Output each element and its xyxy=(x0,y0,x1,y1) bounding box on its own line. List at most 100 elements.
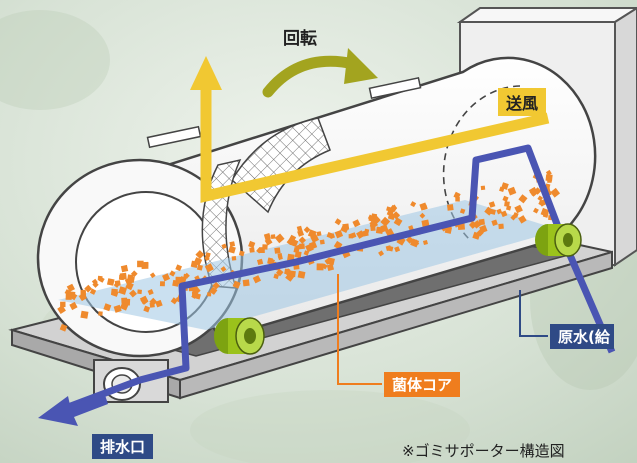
core-particle xyxy=(410,201,417,208)
raw-water-label: 原水(給 xyxy=(550,324,614,349)
core-particle xyxy=(308,241,318,250)
core-particle xyxy=(196,264,203,271)
core-particle xyxy=(297,229,305,237)
core-particle xyxy=(106,278,115,286)
core-label: 菌体コア xyxy=(384,372,461,397)
core-particle xyxy=(232,280,241,289)
core-particle xyxy=(204,255,210,262)
core-particle xyxy=(231,256,237,261)
core-particle xyxy=(297,270,306,279)
core-particle xyxy=(110,288,118,296)
core-particle xyxy=(191,285,201,295)
core-particle xyxy=(387,212,396,220)
core-particle xyxy=(242,279,250,287)
roller-front xyxy=(214,317,265,355)
core-particle xyxy=(129,289,137,298)
core-particle xyxy=(103,303,112,312)
core-particle xyxy=(491,219,498,226)
core-particle xyxy=(334,230,344,239)
core-particle xyxy=(220,266,227,272)
core-particle xyxy=(296,225,303,232)
core-particle xyxy=(139,295,149,305)
core-particle xyxy=(326,263,335,272)
core-particle xyxy=(59,323,68,332)
core-particle xyxy=(507,186,517,196)
core-particle xyxy=(368,216,374,222)
core-particle xyxy=(195,250,205,260)
core-particle xyxy=(542,212,549,218)
core-particle xyxy=(453,191,461,200)
core-particle xyxy=(505,205,512,211)
core-particle xyxy=(299,243,305,250)
rotation-arrow-icon xyxy=(262,48,378,98)
drain-label: 排水口 xyxy=(92,434,154,459)
core-particle xyxy=(212,281,220,290)
core-particle xyxy=(252,275,262,284)
core-particle xyxy=(275,268,284,277)
core-particle xyxy=(518,194,528,204)
core-particle xyxy=(204,263,214,273)
drain-arrow-icon xyxy=(38,392,108,426)
core-particle xyxy=(229,241,236,247)
core-particle xyxy=(194,292,201,300)
core-particle xyxy=(228,246,236,254)
core-particle xyxy=(159,281,165,287)
core-particle xyxy=(518,215,527,224)
core-particle xyxy=(155,299,163,308)
core-particle xyxy=(274,247,281,254)
core-particle xyxy=(303,226,311,234)
core-particle xyxy=(169,270,176,277)
core-particle xyxy=(273,273,280,280)
core-particle xyxy=(294,251,302,258)
core-particle xyxy=(380,216,391,227)
air-label: 送風 xyxy=(498,88,547,116)
core-particle xyxy=(175,264,182,272)
core-particle xyxy=(455,197,460,202)
core-particle xyxy=(130,270,138,278)
core-particle xyxy=(307,229,317,239)
core-particle xyxy=(207,292,212,297)
core-particle xyxy=(147,289,154,296)
core-particle xyxy=(121,297,128,304)
core-particle xyxy=(118,286,127,295)
core-particle xyxy=(496,208,503,215)
core-particle xyxy=(248,240,256,249)
core-particle xyxy=(324,257,332,265)
core-particle xyxy=(127,275,135,283)
core-particle xyxy=(405,236,414,244)
core-particle xyxy=(286,238,294,246)
roller-back xyxy=(535,223,582,257)
core-particle xyxy=(389,204,398,213)
core-particle xyxy=(119,272,127,280)
core-particle xyxy=(284,268,291,275)
air-flow-arrow-icon xyxy=(190,56,550,203)
core-particle xyxy=(183,273,189,279)
core-particle xyxy=(419,212,426,219)
core-particle xyxy=(125,281,134,291)
core-particle xyxy=(89,288,97,295)
core-particle xyxy=(270,234,276,239)
core-particle xyxy=(352,219,361,228)
core-particle xyxy=(502,195,509,202)
core-particle xyxy=(120,264,129,273)
core-particle xyxy=(446,204,454,211)
core-particle xyxy=(249,247,255,253)
core-particle xyxy=(499,186,505,193)
core-particle xyxy=(289,270,296,278)
caption: ※ゴミサポーター構造図 xyxy=(402,442,565,460)
core-particle xyxy=(326,232,334,239)
core-particle xyxy=(369,219,379,229)
core-particle xyxy=(60,301,66,308)
core-particle xyxy=(316,263,324,271)
core-particle xyxy=(408,225,414,231)
core-particle xyxy=(149,297,158,306)
core-particle xyxy=(209,286,218,295)
rotation-label: 回転 xyxy=(283,29,317,49)
core-particles xyxy=(57,169,561,332)
core-particle xyxy=(193,257,203,266)
core-particle xyxy=(537,195,544,202)
core-particle xyxy=(334,218,342,226)
core-particle xyxy=(298,236,307,244)
core-particle xyxy=(342,223,350,231)
